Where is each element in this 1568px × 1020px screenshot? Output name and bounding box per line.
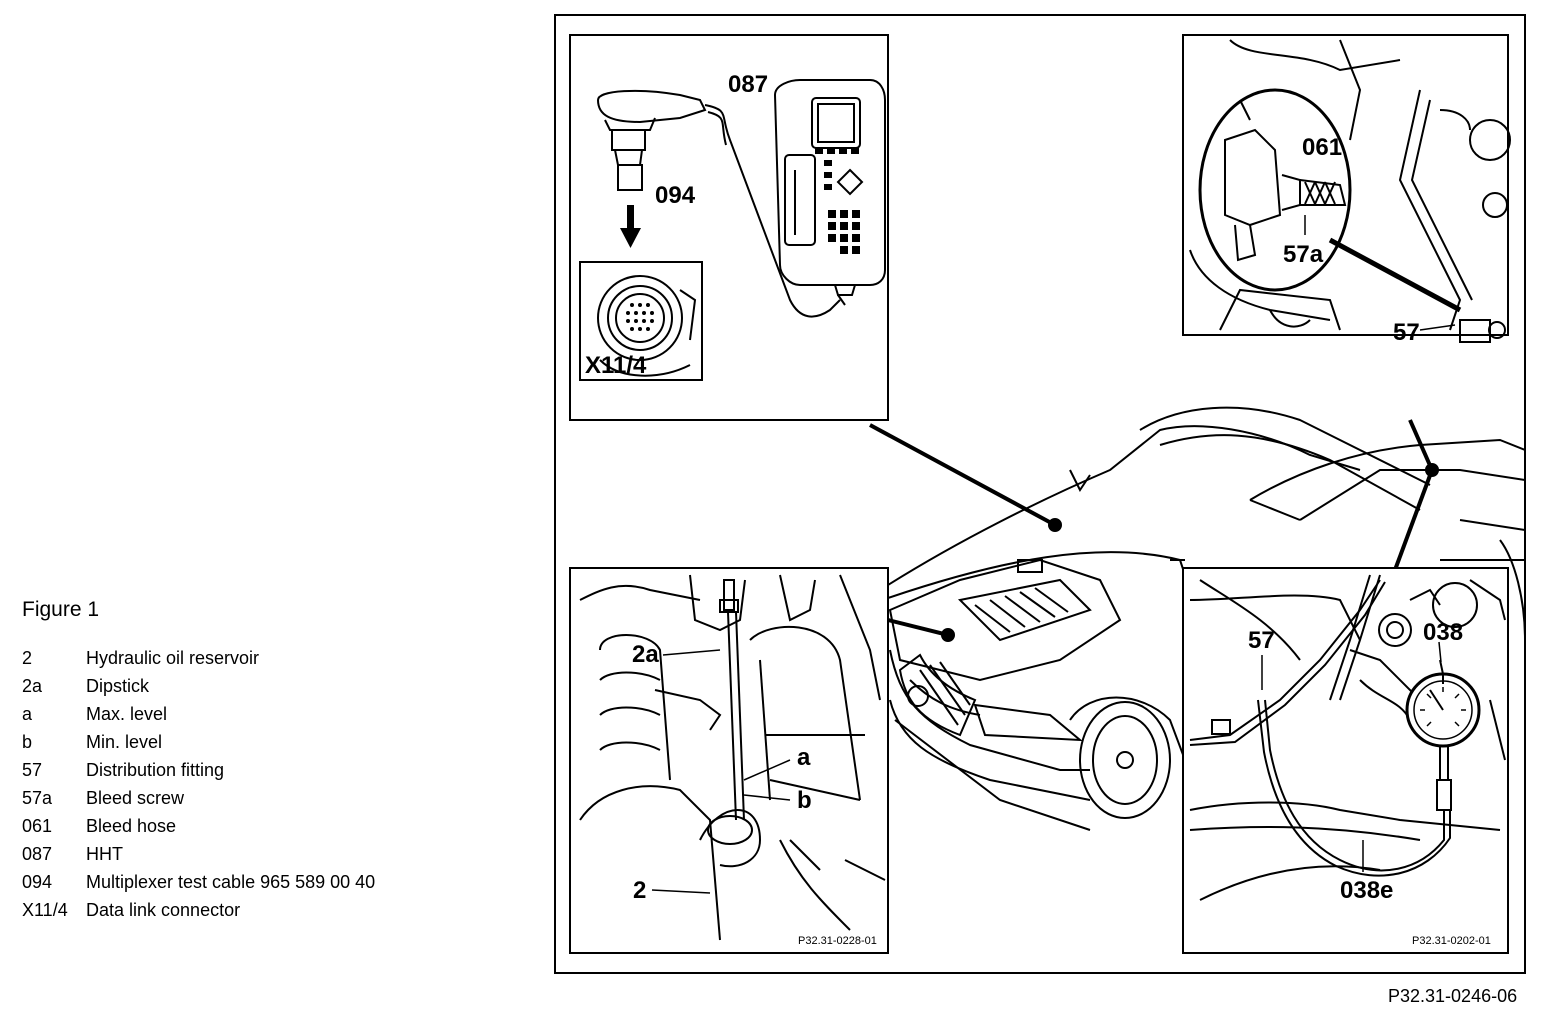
legend-title: Figure 1 xyxy=(22,598,100,621)
legend-item: b Min. level xyxy=(22,728,482,756)
legend-code: 087 xyxy=(22,843,53,864)
legend-item: 57a Bleed screw xyxy=(22,784,482,812)
legend-desc: Data link connector xyxy=(86,899,241,920)
legend-code: 57a xyxy=(22,787,53,808)
legend-code: X11/4 xyxy=(22,899,68,920)
down-arrow-icon xyxy=(620,205,641,248)
callout-061: 061 xyxy=(1302,134,1342,161)
legend-desc: Distribution fitting xyxy=(86,759,225,780)
callout-x11-4: X11/4 xyxy=(585,352,647,379)
car-illustration xyxy=(887,406,1526,831)
legend-code: a xyxy=(22,703,33,724)
legend-code: 2 xyxy=(22,647,33,668)
legend-code: 2a xyxy=(22,675,43,696)
callout-57-top: 57 xyxy=(1393,319,1420,346)
inset-hht: 087 094 X11/4 xyxy=(569,34,889,421)
legend-code: 094 xyxy=(22,871,53,892)
callout-a: a xyxy=(797,744,811,771)
legend-desc: Bleed screw xyxy=(86,787,185,808)
inset-pressure-gauge: 57 038 038e P32.31-0202-01 xyxy=(1182,567,1509,954)
legend-desc: HHT xyxy=(86,843,123,864)
legend: Figure 1 2 Hydraulic oil reservoir 2a Dips… xyxy=(22,598,482,924)
legend-desc: Dipstick xyxy=(86,675,150,696)
callout-57a: 57a xyxy=(1283,241,1324,268)
ref-bottom-left: P32.31-0228-01 xyxy=(798,935,877,947)
legend-item: 2 Hydraulic oil reservoir xyxy=(22,644,482,672)
callout-57-bottom: 57 xyxy=(1248,627,1275,654)
callout-b: b xyxy=(797,787,812,814)
legend-desc: Hydraulic oil reservoir xyxy=(86,647,260,668)
callout-2: 2 xyxy=(633,877,646,904)
legend-desc: Multiplexer test cable 965 589 00 40 xyxy=(86,871,376,892)
figure-frame xyxy=(554,14,1526,974)
legend-item: 087 HHT xyxy=(22,840,482,868)
legend-desc: Bleed hose xyxy=(86,815,177,836)
callout-038e: 038e xyxy=(1340,877,1393,904)
callout-038: 038 xyxy=(1423,619,1463,646)
callout-094: 094 xyxy=(655,182,696,209)
inset-reservoir: 2a a b 2 P32.31-0228-01 xyxy=(569,567,889,954)
legend-item: 094 Multiplexer test cable 965 589 00 40 xyxy=(22,868,482,896)
leader-lines xyxy=(869,419,1439,642)
callout-087: 087 xyxy=(728,71,768,98)
legend-item: 2a Dipstick xyxy=(22,672,482,700)
figure-reference: P32.31-0246-06 xyxy=(1388,986,1518,1006)
legend-desc: Max. level xyxy=(86,703,168,724)
legend-code: b xyxy=(22,731,33,752)
legend-code: 061 xyxy=(22,815,53,836)
legend-item: X11/4 Data link connector xyxy=(22,896,482,924)
inset-bleed-screw: 061 57a 57 xyxy=(1182,34,1511,346)
legend-item: 57 Distribution fitting xyxy=(22,756,482,784)
legend-item: a Max. level xyxy=(22,700,482,728)
legend-code: 57 xyxy=(22,759,43,780)
legend-desc: Min. level xyxy=(86,731,163,752)
callout-2a: 2a xyxy=(632,641,659,668)
ref-bottom-right: P32.31-0202-01 xyxy=(1412,935,1491,947)
legend-item: 061 Bleed hose xyxy=(22,812,482,840)
